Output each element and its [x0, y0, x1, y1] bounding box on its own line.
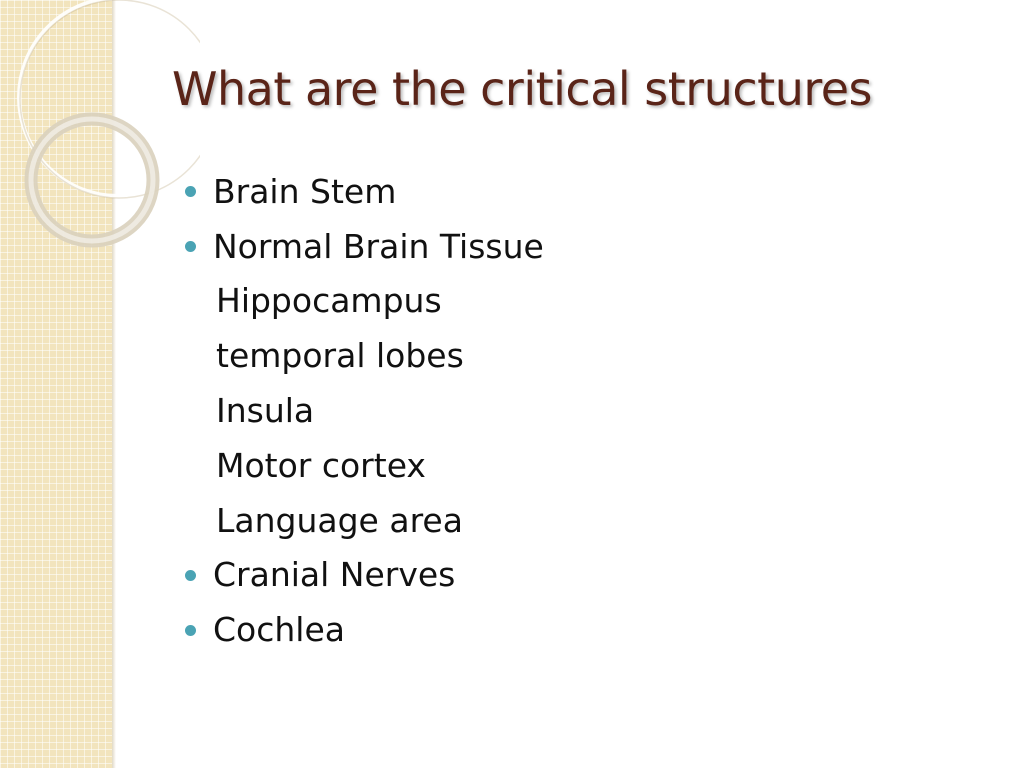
ring-large [17, 0, 200, 198]
ring-large-shadow [19, 0, 200, 199]
list-item-text: Language area [216, 500, 463, 540]
list-item: temporal lobes [184, 328, 544, 383]
list-item-text: Brain Stem [213, 171, 397, 211]
bullet-list: Brain Stem Normal Brain Tissue Hippocamp… [184, 164, 544, 657]
side-panel-shadow [112, 0, 116, 768]
list-item: Cranial Nerves [184, 548, 544, 603]
list-item-text: temporal lobes [216, 336, 464, 376]
list-item-text: Normal Brain Tissue [213, 226, 544, 266]
bullet-dot-icon [185, 186, 196, 198]
list-item-text: Cochlea [213, 610, 345, 650]
list-item-text: Hippocampus [216, 281, 442, 321]
bullet-dot-icon [185, 241, 196, 253]
decorative-rings [17, 0, 200, 248]
list-item-text: Motor cortex [216, 445, 426, 485]
ring-small-highlight [28, 116, 156, 244]
list-item: Motor cortex [184, 438, 544, 493]
list-item: Language area [184, 493, 544, 548]
list-item: Brain Stem [184, 164, 544, 219]
list-item: Normal Brain Tissue [184, 219, 544, 274]
list-item: Insula [184, 383, 544, 438]
bullet-dot-icon [185, 624, 196, 636]
bullet-dot-icon [185, 569, 196, 581]
list-item-text: Insula [216, 391, 315, 431]
list-item: Hippocampus [184, 274, 544, 329]
slide-title: What are the critical structures [172, 62, 873, 116]
list-item: Cochlea [184, 602, 544, 657]
list-item-text: Cranial Nerves [213, 555, 456, 595]
